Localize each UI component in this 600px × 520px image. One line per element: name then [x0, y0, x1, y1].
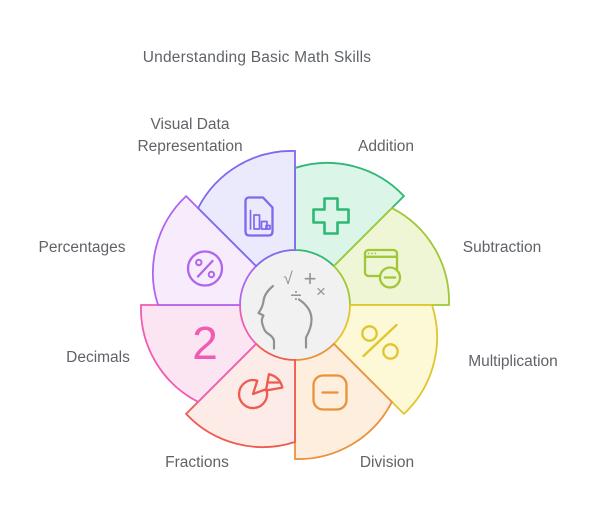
label-percentages: Percentages	[38, 239, 126, 256]
petal-subtraction	[332, 207, 450, 306]
diagram-title: Understanding Basic Math Skills	[142, 49, 372, 66]
label-subtraction: Subtraction	[462, 239, 542, 256]
plus-icon	[312, 197, 350, 235]
petal-percentages	[152, 194, 258, 306]
petal-fractions-shape	[184, 342, 296, 448]
head-face-outline	[257, 284, 276, 350]
label-visual-data: Visual Data Representation	[137, 116, 243, 155]
petal-division-shape	[294, 342, 393, 460]
divide-symbol: ÷	[291, 285, 302, 307]
label-addition: Addition	[357, 138, 415, 155]
bar-chart-document-icon	[244, 196, 274, 237]
sqrt-symbol: √	[283, 269, 293, 288]
petal-multiplication-shape	[332, 304, 438, 416]
percent-circle-icon	[186, 250, 224, 287]
petal-division	[294, 342, 393, 460]
petal-visual-data	[197, 150, 296, 268]
petal-fractions	[184, 342, 296, 448]
label-multiplication: Multiplication	[468, 353, 558, 370]
petal-addition	[294, 162, 406, 268]
label-fractions: Fractions	[165, 454, 229, 471]
minus-square-icon	[312, 374, 348, 411]
label-decimals: Decimals	[66, 349, 130, 366]
window-minus-icon	[363, 248, 402, 289]
pie-chart-icon	[237, 373, 284, 410]
digit-two-glyph: 2	[192, 317, 218, 369]
multiply-symbol: ×	[316, 282, 326, 301]
petal-multiplication	[332, 304, 438, 416]
plus-symbol: +	[304, 266, 317, 291]
petal-decimals: 2	[140, 304, 258, 403]
label-division: Division	[359, 454, 415, 471]
percent-icon	[361, 323, 399, 360]
petal-decimals-shape	[140, 304, 258, 403]
head-profile-icon: √ + ÷ ×	[257, 266, 326, 350]
head-back-outline	[297, 298, 313, 349]
